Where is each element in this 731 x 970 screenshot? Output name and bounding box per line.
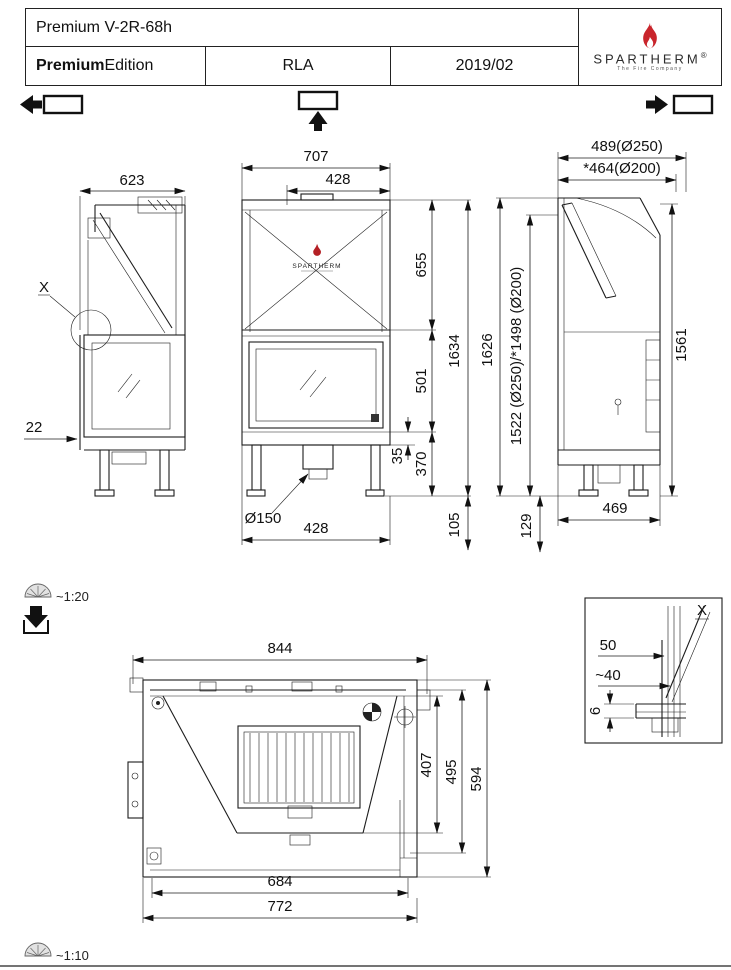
scale-main: ~1:20 bbox=[24, 583, 89, 604]
left-arrow-icon bbox=[20, 95, 42, 114]
install-direction-icon bbox=[23, 606, 49, 634]
view-direction-left-icon bbox=[20, 94, 84, 115]
dim-side-flue-height: 1522 (Ø250)/*1498 (Ø200) bbox=[508, 267, 525, 445]
brand-logo: SPARTHERM® The Fire Company bbox=[579, 9, 721, 85]
glass-hatch-icon bbox=[117, 373, 141, 399]
unit-logo-text: SPARTHERM bbox=[292, 263, 341, 270]
scale-plan-label: ~1:10 bbox=[56, 948, 89, 963]
detail-x-frame bbox=[584, 597, 723, 744]
view-front: 707 428 SPARTHERM bbox=[241, 148, 472, 551]
view-left-side: 623 X bbox=[24, 172, 186, 497]
dim-side-flue-depth-250: 489(Ø250) bbox=[591, 138, 663, 155]
view-direction-right-icon bbox=[646, 94, 714, 115]
dim-side-flue-depth-200: *464(Ø200) bbox=[583, 160, 661, 177]
dim-detail-frame: 6 bbox=[587, 707, 604, 715]
scale-plan: ~1:10 bbox=[24, 942, 89, 963]
dim-front-total-width: 707 bbox=[303, 148, 328, 165]
registered-mark: ® bbox=[700, 50, 707, 60]
dim-left-front-offset: 22 bbox=[26, 419, 43, 436]
back-wall-slats bbox=[249, 733, 350, 802]
brand-tagline: The Fire Company bbox=[617, 66, 683, 73]
dim-front-bottom-width: 428 bbox=[303, 520, 328, 537]
view-direction-front-icon bbox=[297, 90, 339, 131]
dim-plan-total-depth: 594 bbox=[468, 766, 485, 791]
dim-front-total-height: 1634 bbox=[446, 334, 463, 367]
dim-plan-firebox-depth: 407 bbox=[418, 752, 435, 777]
dim-front-opening-width: 428 bbox=[325, 171, 350, 188]
dim-front-base-height: 370 bbox=[413, 451, 430, 476]
approval-label: RLA bbox=[206, 47, 391, 85]
dim-plan-body-width: 772 bbox=[267, 898, 292, 915]
dim-front-upper-height: 655 bbox=[413, 252, 430, 277]
model-name: Premium V-2R-68h bbox=[26, 9, 579, 47]
dim-front-glass-height: 501 bbox=[413, 368, 430, 393]
dim-left-width: 623 bbox=[119, 172, 144, 189]
dim-detail-travel: ~40 bbox=[595, 667, 620, 684]
up-arrow-icon bbox=[308, 111, 328, 131]
dim-side-depth: 469 bbox=[602, 500, 627, 517]
detail-x-circle bbox=[70, 309, 112, 351]
dim-plan-inner-depth: 495 bbox=[443, 759, 460, 784]
dim-side-total-height: 1626 bbox=[479, 333, 496, 366]
dim-front-air-inlet: Ø150 bbox=[245, 510, 282, 527]
dim-plan-inner-width: 684 bbox=[267, 873, 292, 890]
brand-name: SPARTHERM bbox=[593, 51, 701, 67]
dim-front-plinth-height: 35 bbox=[389, 448, 406, 465]
door-handle bbox=[371, 414, 379, 422]
edition-light: Edition bbox=[104, 57, 154, 74]
dim-detail-gap: 50 bbox=[600, 637, 617, 654]
unit-flame-icon bbox=[313, 244, 321, 256]
view-right-side: 489(Ø250) *464(Ø200) bbox=[479, 138, 690, 553]
glass-hatch-icon bbox=[299, 369, 327, 398]
right-arrow-icon bbox=[646, 95, 668, 114]
edition-bold: Premium bbox=[36, 57, 105, 74]
dim-front-leg-height: 105 bbox=[446, 512, 463, 537]
scale-main-label: ~1:20 bbox=[56, 589, 89, 604]
dim-plan-total-width: 844 bbox=[267, 640, 292, 657]
detail-x-callout: X bbox=[39, 279, 49, 296]
revision-date: 2019/02 bbox=[391, 47, 579, 85]
detail-x-view: X 50 ~40 6 bbox=[584, 597, 723, 744]
dim-side-body-height: 1561 bbox=[673, 328, 690, 361]
flame-icon bbox=[643, 22, 657, 48]
view-plan: 844 bbox=[127, 640, 491, 923]
dim-side-base-offset: 129 bbox=[518, 513, 535, 538]
